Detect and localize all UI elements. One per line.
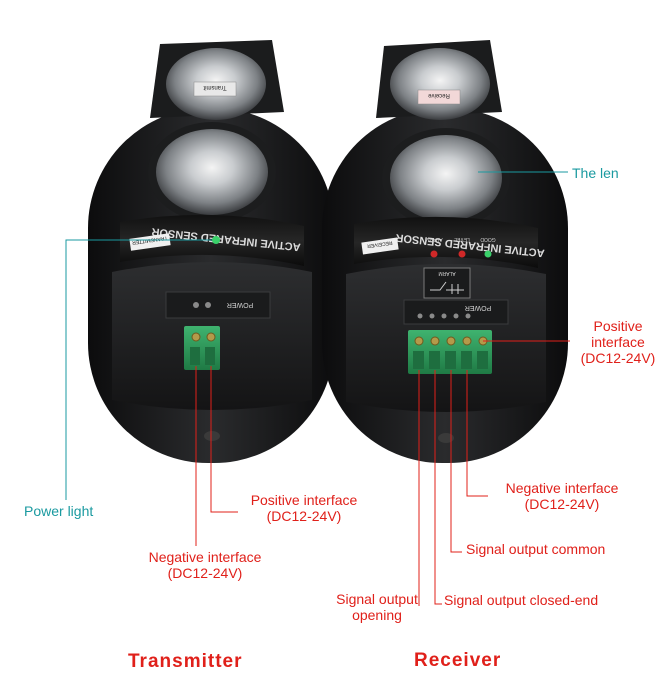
receiver-led-label-alarm: ALARM [425, 236, 442, 242]
receiver-top-tag-text: Receive [428, 92, 450, 98]
transmitter-screw-2 [205, 302, 211, 308]
transmitter-terminal-label: POWER [227, 301, 253, 308]
transmitter-terminal-screw-2 [206, 332, 216, 342]
transmitter-power-led [212, 236, 220, 244]
receiver-led-label-level: LEVEL [454, 236, 470, 242]
receiver-screw-1 [417, 313, 423, 319]
label-tx-negative-line2: (DC12-24V) [167, 565, 243, 581]
receiver-screw-4 [453, 313, 459, 319]
label-tx-negative-line1: Negative interface [148, 549, 262, 565]
transmitter-terminal-slot-2 [205, 347, 215, 365]
receiver-alarm-diagram-label: ALARM [438, 270, 455, 276]
receiver-level-led [458, 250, 466, 258]
receiver-top-tag [417, 89, 461, 105]
transmitter-base-screw [204, 431, 220, 441]
receiver-terminal-slot-2 [429, 351, 440, 369]
transmitter-device: Transmit ACTIVE INFRARED SENSOR TRANSMIT… [88, 40, 334, 463]
transmitter-top-tag-text: Transmit [203, 84, 226, 90]
transmitter-terminal-slot-1 [190, 347, 200, 365]
label-signal-opening-line2: opening [352, 607, 402, 623]
receiver-lower-lens [390, 135, 502, 221]
label-tx-negative: Negative interface (DC12-24V) [132, 549, 278, 581]
label-rx-positive-line3: (DC12-24V) [580, 350, 656, 366]
label-tx-positive-line2: (DC12-24V) [266, 508, 342, 524]
receiver-alarm-led [430, 250, 438, 258]
leader-tx-positive [210, 366, 238, 513]
title-receiver: Receiver [414, 650, 502, 671]
receiver-screw-5 [465, 313, 471, 319]
receiver-side-tag [361, 237, 399, 255]
leader-signal-closed [434, 370, 442, 605]
receiver-alarm-diagram-lines [430, 281, 464, 294]
label-tx-positive-line1: Positive interface [250, 492, 358, 508]
label-tx-positive: Positive interface (DC12-24V) [236, 492, 372, 524]
receiver-band [354, 216, 538, 268]
transmitter-top-tag [193, 81, 237, 97]
receiver-panel-window [403, 299, 509, 325]
label-rx-positive: Positive interface (DC12-24V) [566, 318, 670, 366]
leader-lines [65, 171, 570, 606]
transmitter-screw-1 [193, 302, 199, 308]
receiver-alarm-diagram-box [423, 267, 471, 299]
receiver-screw-2 [429, 313, 435, 319]
receiver-terminal-screw-4 [462, 336, 472, 346]
receiver-base-screw [438, 433, 454, 443]
receiver-device: Receive ACTIVE INFRARED SENSOR RECEIVER … [322, 40, 568, 463]
label-rx-positive-line1: Positive [593, 318, 643, 334]
receiver-terminal-screw-3 [446, 336, 456, 346]
receiver-screw-3 [441, 313, 447, 319]
label-signal-opening: Signal output opening [322, 591, 432, 623]
leader-rx-negative [466, 370, 488, 497]
label-the-len: The len [572, 165, 619, 181]
label-signal-common: Signal output common [466, 541, 606, 557]
receiver-side-tag-text: RECEIVER [366, 239, 393, 249]
receiver-terminal-label: POWER [465, 304, 491, 311]
transmitter-panel-window [165, 291, 271, 319]
transmitter-terminal-screw-1 [191, 332, 201, 342]
transmitter-side-tag [129, 233, 171, 251]
label-rx-negative-line2: (DC12-24V) [524, 496, 600, 512]
label-rx-negative-line1: Negative interface [505, 480, 619, 496]
label-rx-positive-line2: interface [591, 334, 645, 350]
label-power-light: Power light [24, 503, 94, 519]
receiver-terminal-slot-1 [413, 351, 424, 369]
title-transmitter: Transmitter [128, 651, 243, 672]
leader-power-light [65, 239, 212, 500]
receiver-terminal-screw-1 [414, 336, 424, 346]
leader-signal-common [450, 370, 462, 553]
receiver-terminal-slot-5 [477, 351, 488, 369]
label-signal-closed: Signal output closed-end [444, 592, 599, 608]
receiver-top-lens [390, 48, 490, 120]
label-rx-negative: Negative interface (DC12-24V) [488, 480, 636, 512]
receiver-terminal-slot-3 [445, 351, 456, 369]
receiver-good-led [484, 250, 492, 258]
receiver-terminal-screw-2 [430, 336, 440, 346]
transmitter-lower-lens [156, 129, 268, 215]
label-signal-opening-line1: Signal output [336, 591, 418, 607]
receiver-led-label-good: GOOD [480, 236, 496, 242]
receiver-terminal-slot-4 [461, 351, 472, 369]
